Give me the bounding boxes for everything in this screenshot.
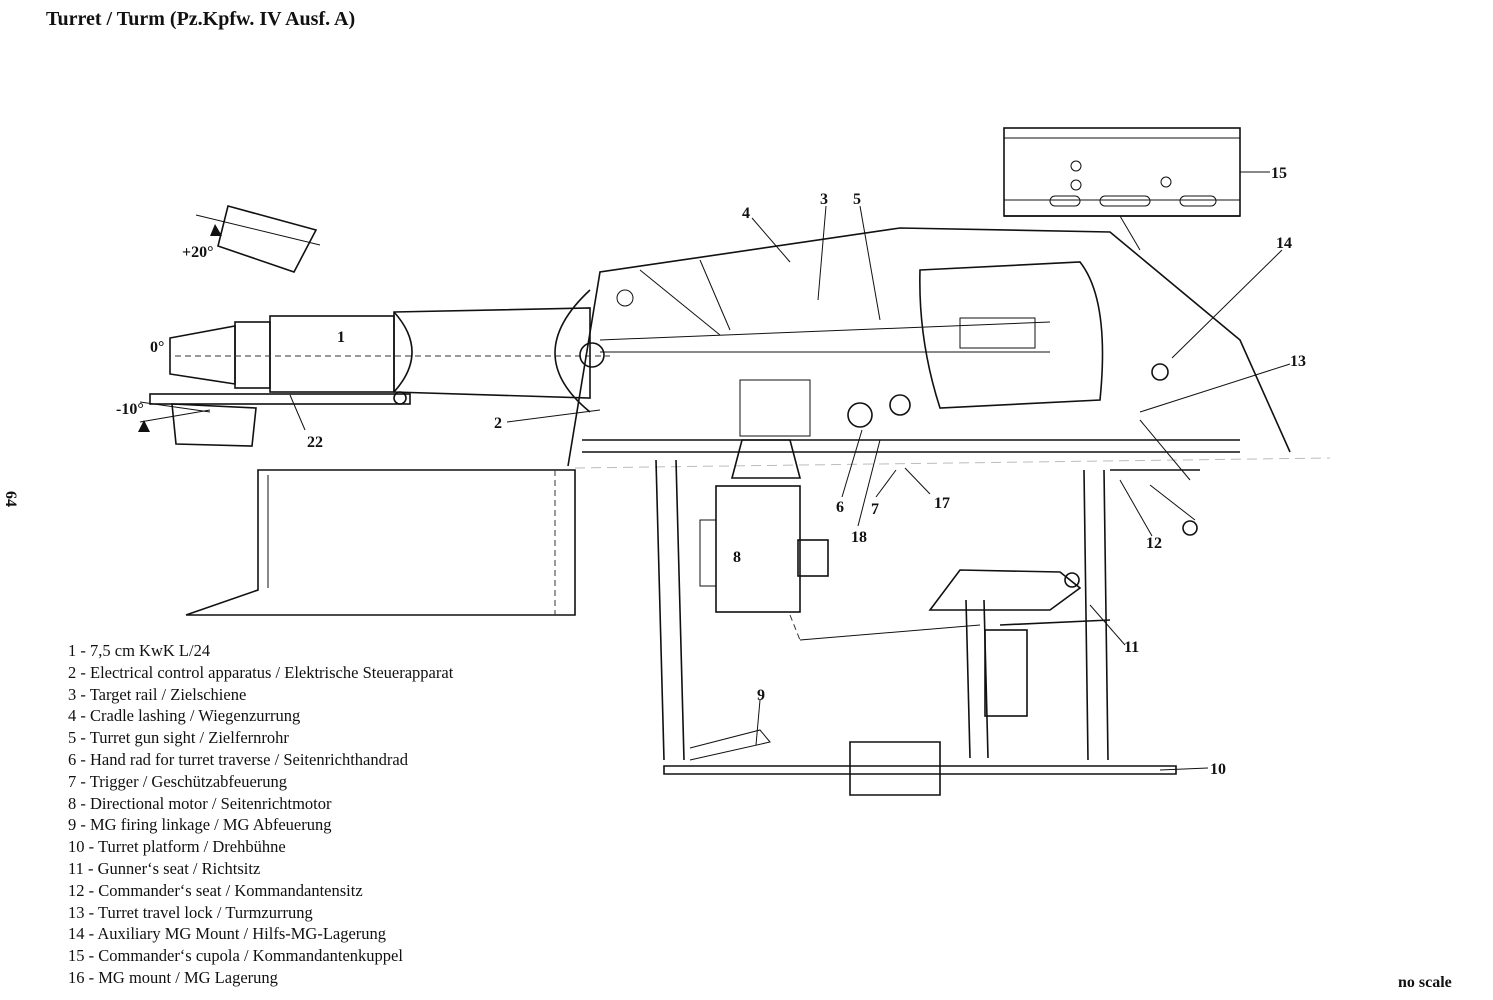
commanders-cupola <box>1003 127 1241 251</box>
callout-5: 5 <box>853 191 861 208</box>
callout-leaders <box>289 171 1291 771</box>
legend-item: 16 - MG mount / MG Lagerung <box>68 967 278 987</box>
gunners-seat-assembly <box>928 569 1111 759</box>
callout-8: 8 <box>733 549 741 566</box>
elevation-plus-label: +20° <box>182 244 214 261</box>
turret-shell <box>567 227 1291 467</box>
callout-18: 18 <box>851 529 867 546</box>
commanders-seat-assembly <box>1110 363 1200 536</box>
callout-11: 11 <box>1124 639 1139 656</box>
legend-item: 10 - Turret platform / Drehbühne <box>68 837 286 857</box>
callout-3: 3 <box>820 191 828 208</box>
callout-13: 13 <box>1290 353 1306 370</box>
callout-6: 6 <box>836 499 844 516</box>
legend-item: 11 - Gunner‘s seat / Richtsitz <box>68 858 261 878</box>
legend-item: 3 - Target rail / Zielschiene <box>68 684 247 704</box>
callout-7: 7 <box>871 501 879 518</box>
legend-item: 5 - Turret gun sight / Zielfernrohr <box>68 728 289 748</box>
gun-mantlet <box>554 289 634 413</box>
legend-item: 6 - Hand rad for turret traverse / Seite… <box>68 749 408 769</box>
callout-4: 4 <box>742 205 750 222</box>
legend-item: 2 - Electrical control apparatus / Elekt… <box>68 662 454 682</box>
turret-basket <box>655 459 1177 796</box>
legend-item: 9 - MG firing linkage / MG Abfeuerung <box>68 815 332 835</box>
page-title: Turret / Turm (Pz.Kpfw. IV Ausf. A) <box>46 8 356 30</box>
legend-item: 14 - Auxiliary MG Mount / Hilfs-MG-Lager… <box>68 924 387 944</box>
legend-item: 13 - Turret travel lock / Turmzurrung <box>68 902 313 922</box>
legend-item: 7 - Trigger / Geschützabfeuerung <box>68 771 288 791</box>
callout-10: 10 <box>1210 761 1226 778</box>
callout-9: 9 <box>757 687 765 704</box>
callout-12: 12 <box>1146 535 1162 552</box>
elevation-zero-label: 0° <box>150 339 164 356</box>
callout-17: 17 <box>934 495 950 512</box>
scale-note: no scale <box>1398 974 1452 991</box>
legend-item: 4 - Cradle lashing / Wiegenzurrung <box>68 706 301 726</box>
legend-item: 8 - Directional motor / Seitenrichtmotor <box>68 793 332 813</box>
legend-item: 12 - Commander‘s seat / Kommandantensitz <box>68 880 363 900</box>
parts-legend: 1 - 7,5 cm KwK L/24 2 - Electrical contr… <box>68 640 453 989</box>
directional-motor <box>699 439 981 641</box>
gun-barrel <box>149 307 610 405</box>
callout-22: 22 <box>307 434 323 451</box>
elevation-indicators <box>138 205 321 447</box>
callout-1: 1 <box>337 329 345 346</box>
hull-outline <box>185 457 1331 616</box>
callout-15: 15 <box>1271 165 1287 182</box>
callout-14: 14 <box>1276 235 1292 252</box>
legend-item: 1 - 7,5 cm KwK L/24 <box>68 641 211 660</box>
elevation-minus-label: -10° <box>116 401 144 418</box>
callout-2: 2 <box>494 415 502 432</box>
legend-item: 15 - Commander‘s cupola / Kommandantenku… <box>68 946 403 966</box>
